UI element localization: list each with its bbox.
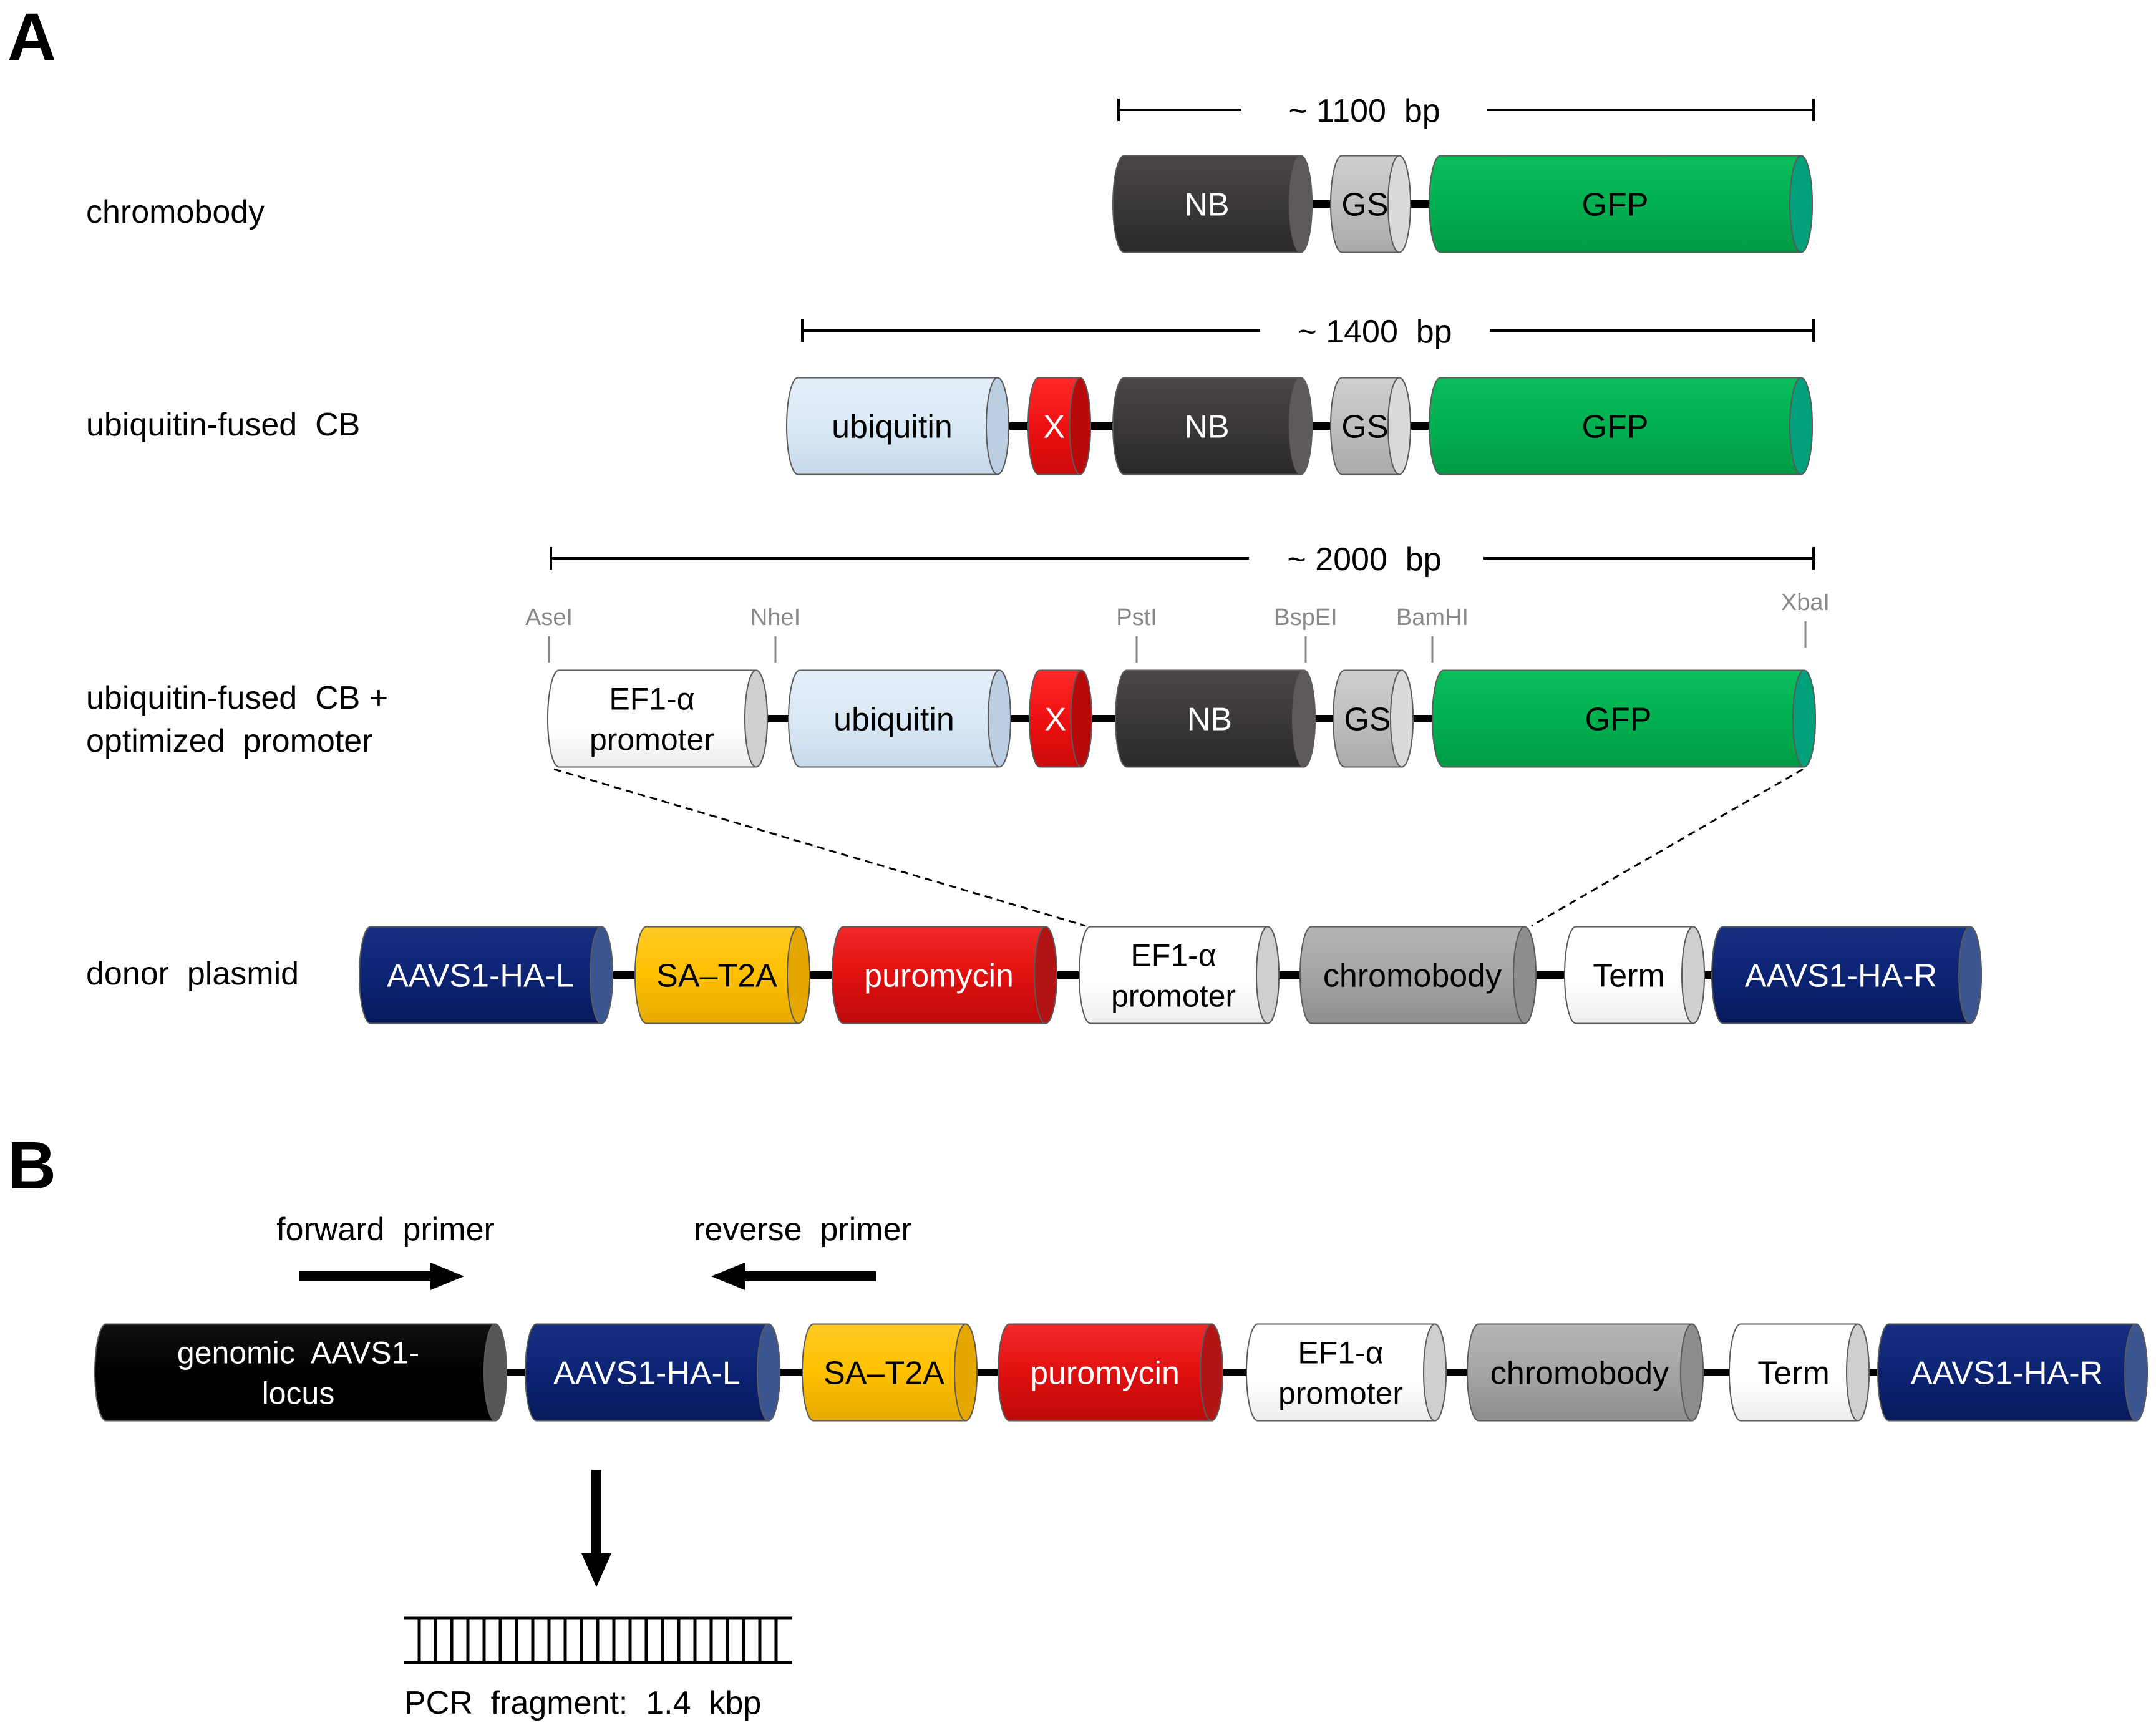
block-ef1-promoter-label-line2: promoter — [1111, 979, 1236, 1014]
block-nb: NB — [1115, 669, 1316, 768]
block-aavs1-ha-l-label: AAVS1-HA-L — [553, 1356, 741, 1392]
site-label-xbal: XbaI — [1781, 590, 1830, 616]
row-label-optimized-line1: ubiquitin-fused CB + — [86, 680, 388, 716]
block-gs-label: GS — [1344, 702, 1391, 738]
block-ubiquitin: ubiquitin — [786, 377, 1009, 475]
reverse-primer-label: reverse primer — [694, 1211, 912, 1248]
construct-chromobody: NB GS GFP — [1112, 155, 1813, 253]
forward-primer-label: forward primer — [276, 1211, 495, 1248]
block-term: Term — [1729, 1323, 1870, 1422]
block-aavs1-ha-r: AAVS1-HA-R — [1877, 1323, 2148, 1422]
scale-label-1400: ~ 1400 bp — [1298, 314, 1452, 350]
construct-donor-plasmid: AAVS1-HA-L SA–T2A puromycin EF1-α promoter ch… — [359, 926, 1982, 1024]
block-aavs1-ha-l: AAVS1-HA-L — [525, 1323, 780, 1422]
block-ef1-promoter-label-line1: EF1-α — [1130, 938, 1216, 973]
row-label-donor-plasmid: donor plasmid — [86, 956, 299, 992]
block-aavs1-ha-r: AAVS1-HA-R — [1711, 926, 1982, 1024]
block-term-label: Term — [1593, 958, 1665, 994]
block-gfp-label: GFP — [1585, 702, 1652, 738]
block-sa-t2a: SA–T2A — [802, 1323, 978, 1422]
block-puromycin-label: puromycin — [864, 958, 1014, 994]
block-chromobody: chromobody — [1467, 1323, 1704, 1422]
row-label-optimized-line2: optimized promoter — [86, 723, 373, 759]
block-gfp-label: GFP — [1582, 409, 1649, 445]
scale-bar-1100 — [1117, 99, 1815, 121]
block-sa-t2a-label: SA–T2A — [823, 1356, 944, 1392]
block-gs-label: GS — [1341, 409, 1388, 445]
block-ubiquitin-label: ubiquitin — [833, 702, 954, 738]
pcr-fragment-label: PCR fragment: 1.4 kbp — [404, 1685, 761, 1721]
block-nb-label: NB — [1184, 409, 1229, 445]
row-label-chromobody: chromobody — [86, 194, 265, 230]
block-ef1-promoter: EF1-α promoter — [547, 669, 768, 768]
block-gs-label: GS — [1341, 187, 1388, 223]
site-label-bamhl: BamHI — [1396, 604, 1469, 631]
block-sa-t2a-label: SA–T2A — [656, 958, 777, 994]
block-aavs1-ha-r-label: AAVS1-HA-R — [1911, 1356, 2103, 1392]
pcr-fragment-dna-ladder — [404, 1616, 792, 1664]
scale-bar-1400 — [801, 319, 1815, 342]
block-nb-label: NB — [1184, 187, 1229, 223]
block-gfp: GFP — [1429, 377, 1813, 475]
restriction-site-ticks — [548, 621, 1807, 663]
site-label-pstl: PstI — [1116, 604, 1157, 631]
scale-label-2000: ~ 2000 bp — [1287, 541, 1441, 578]
block-puromycin: puromycin — [998, 1323, 1223, 1422]
block-puromycin: puromycin — [832, 926, 1057, 1024]
block-ef1-promoter-label-line2: promoter — [1278, 1376, 1403, 1411]
block-gs: GS — [1333, 669, 1414, 768]
construct-ubiquitin-fused-cb-optimized-promoter: EF1-α promoter ubiquitin X NB GS GFP — [547, 669, 1816, 768]
site-label-bspel: BspEI — [1274, 604, 1337, 631]
block-genomic-aavs1-locus-label-line1: genomic AAVS1- — [177, 1336, 419, 1371]
block-x-label: X — [1044, 702, 1066, 738]
block-ubiquitin-label: ubiquitin — [832, 409, 953, 445]
construct-genomic-integration: genomic AAVS1- locus AAVS1-HA-L SA–T2A purom… — [94, 1323, 2148, 1422]
block-nb: NB — [1112, 377, 1313, 475]
block-gfp: GFP — [1432, 669, 1816, 768]
block-genomic-aavs1-locus: genomic AAVS1- locus — [94, 1323, 507, 1422]
block-ef1-promoter: EF1-α promoter — [1079, 926, 1280, 1024]
block-genomic-aavs1-locus-label-line2: locus — [262, 1376, 335, 1411]
block-gs: GS — [1330, 377, 1411, 475]
block-ef1-promoter-label-line2: promoter — [590, 722, 714, 757]
block-gfp: GFP — [1429, 155, 1813, 253]
block-ef1-promoter-label-line1: EF1-α — [609, 682, 694, 717]
site-label-asel: AseI — [525, 604, 573, 631]
block-ef1-promoter: EF1-α promoter — [1246, 1323, 1447, 1422]
block-term-label: Term — [1757, 1356, 1830, 1392]
panel-label-b: B — [7, 1127, 56, 1203]
block-x: X — [1027, 377, 1092, 475]
block-chromobody-label: chromobody — [1490, 1356, 1669, 1392]
block-gs: GS — [1330, 155, 1411, 253]
panel-label-a: A — [7, 0, 56, 74]
scale-label-1100: ~ 1100 bp — [1288, 93, 1440, 129]
forward-primer-arrow — [299, 1263, 464, 1290]
block-ef1-promoter-label-line1: EF1-α — [1298, 1336, 1383, 1371]
block-term: Term — [1564, 926, 1705, 1024]
row-label-ubiquitin-fused: ubiquitin-fused CB — [86, 407, 360, 443]
construct-ubiquitin-fused-cb: ubiquitin X NB GS GFP — [786, 377, 1813, 475]
block-aavs1-ha-l-label: AAVS1-HA-L — [387, 958, 574, 994]
block-chromobody: chromobody — [1299, 926, 1537, 1024]
block-chromobody-label: chromobody — [1323, 958, 1502, 994]
expansion-dashed-lines — [553, 768, 1804, 927]
site-label-nhel: NheI — [750, 604, 800, 631]
block-nb-label: NB — [1187, 702, 1232, 738]
block-sa-t2a: SA–T2A — [634, 926, 810, 1024]
block-aavs1-ha-r-label: AAVS1-HA-R — [1745, 958, 1937, 994]
reverse-primer-arrow — [711, 1263, 876, 1290]
block-ubiquitin: ubiquitin — [788, 669, 1011, 768]
pcr-down-arrow — [581, 1470, 611, 1587]
block-x-label: X — [1043, 409, 1065, 445]
block-aavs1-ha-l: AAVS1-HA-L — [359, 926, 613, 1024]
block-x: X — [1029, 669, 1093, 768]
scale-bar-2000 — [550, 547, 1815, 570]
block-gfp-label: GFP — [1582, 187, 1649, 223]
block-nb: NB — [1112, 155, 1313, 253]
block-puromycin-label: puromycin — [1030, 1356, 1180, 1392]
